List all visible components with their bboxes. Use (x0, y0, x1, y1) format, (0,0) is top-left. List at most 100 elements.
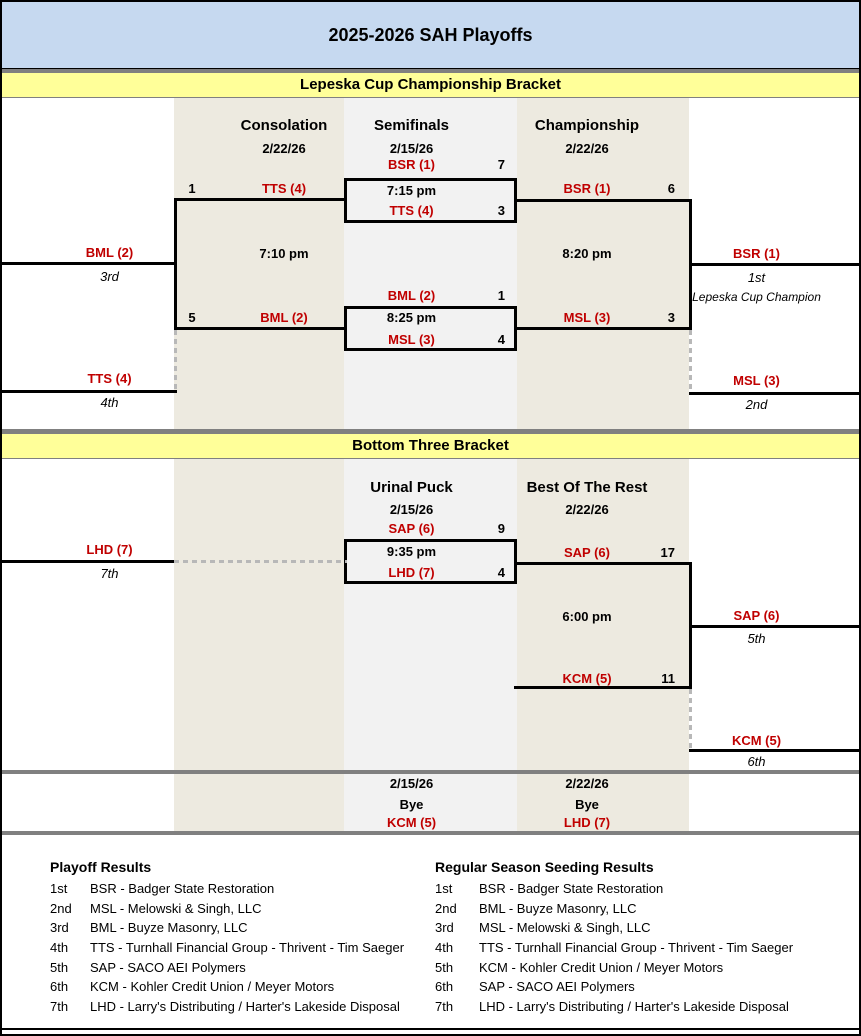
dashed-connector (689, 330, 692, 392)
best-game-score2: 11 (661, 671, 675, 686)
bye2-label: Bye (575, 797, 599, 812)
bracket-line (514, 686, 692, 689)
bye1-date: 2/15/26 (389, 776, 434, 791)
seventh-place-team: LHD (7) (86, 542, 133, 557)
championship-column-band (517, 96, 689, 834)
result-place: 2nd (435, 901, 457, 916)
upper-bracket-banner: Lepeska Cup Championship Bracket (2, 73, 859, 98)
result-team: LHD - Larry's Distributing / Harter's La… (479, 999, 789, 1014)
result-team: MSL - Melowski & Singh, LLC (479, 920, 651, 935)
bye2-date: 2/22/26 (565, 776, 609, 791)
result-place: 6th (435, 979, 454, 994)
semifinal1-team2: TTS (4) (389, 203, 434, 218)
result-team: LHD - Larry's Distributing / Harter's La… (90, 999, 400, 1014)
separator (2, 770, 859, 774)
lower-bracket-banner: Bottom Three Bracket (2, 433, 859, 459)
result-place: 5th (50, 960, 69, 975)
third-place-team: BML (2) (85, 245, 134, 260)
first-place-line (689, 263, 859, 266)
semifinals-date: 2/15/26 (389, 141, 434, 156)
result-place: 7th (435, 999, 454, 1014)
championship-team2: MSL (3) (563, 310, 611, 325)
sixth-place-line (689, 749, 859, 752)
championship-date: 2/22/26 (565, 141, 609, 156)
semifinal2-team1: BML (2) (387, 288, 436, 303)
result-place: 6th (50, 979, 69, 994)
semifinal1-score2: 3 (497, 203, 505, 218)
consolation-title: Consolation (240, 117, 328, 134)
page-title: 2025-2026 SAH Playoffs (2, 2, 859, 69)
semifinal1-time: 7:15 pm (386, 183, 437, 198)
result-team: TTS - Turnhall Financial Group - Thriven… (90, 940, 405, 955)
best-game-team1: SAP (6) (564, 545, 610, 560)
semifinal2-time: 8:25 pm (386, 310, 437, 325)
result-place: 1st (435, 881, 453, 896)
urinal-puck-title: Urinal Puck (370, 479, 453, 496)
urinal-puck-date: 2/15/26 (389, 502, 434, 517)
consolation-column-band (174, 96, 344, 834)
semifinal1-team1: BSR (1) (388, 157, 435, 172)
bracket-line (514, 327, 692, 330)
second-place-label: 2nd (745, 397, 768, 412)
first-place-team: BSR (1) (733, 246, 780, 261)
bracket-line (514, 199, 692, 202)
third-place-label: 3rd (100, 269, 119, 284)
fifth-place-team: SAP (6) (733, 608, 780, 623)
second-place-line (689, 392, 859, 395)
result-place: 5th (435, 960, 454, 975)
championship-title: Championship (534, 117, 640, 134)
urinal-game-team2: LHD (7) (388, 565, 435, 580)
best-game-time: 6:00 pm (562, 609, 612, 624)
fifth-place-line (689, 625, 859, 628)
fifth-place-label: 5th (747, 631, 766, 646)
bracket-line (514, 562, 692, 565)
result-team: BML - Buyze Masonry, LLC (90, 920, 248, 935)
best-of-rest-title: Best Of The Rest (526, 479, 648, 496)
result-team: TTS - Turnhall Financial Group - Thriven… (479, 940, 794, 955)
fourth-place-line (2, 390, 177, 393)
separator (2, 69, 859, 73)
result-team: BML - Buyze Masonry, LLC (479, 901, 637, 916)
result-place: 1st (50, 881, 68, 896)
result-team: KCM - Kohler Credit Union / Meyer Motors (479, 960, 724, 975)
best-game-team2: KCM (5) (562, 671, 612, 686)
urinal-game-score1: 9 (497, 521, 505, 536)
fourth-place-team: TTS (4) (87, 371, 132, 386)
urinal-game-team1: SAP (6) (388, 521, 435, 536)
third-place-line (2, 262, 177, 265)
consolation-top-team: TTS (4) (261, 181, 307, 196)
dashed-connector (689, 689, 692, 750)
result-team: MSL - Melowski & Singh, LLC (90, 901, 262, 916)
fourth-place-label: 4th (100, 395, 119, 410)
consolation-top-score: 1 (188, 181, 196, 196)
championship-team1: BSR (1) (563, 181, 611, 196)
consolation-bottom-team: BML (2) (260, 310, 308, 325)
semifinal2-team2: MSL (3) (388, 332, 435, 347)
semifinal2-score1: 1 (497, 288, 505, 303)
result-place: 3rd (435, 920, 454, 935)
playoff-results-title: Playoff Results (50, 859, 152, 875)
seventh-place-label: 7th (100, 566, 119, 581)
consolation-date: 2/22/26 (262, 141, 306, 156)
result-place: 4th (50, 940, 69, 955)
best-game-score1: 17 (660, 545, 675, 560)
result-team: KCM - Kohler Credit Union / Meyer Motors (90, 979, 335, 994)
championship-score1: 6 (667, 181, 675, 196)
separator (2, 429, 859, 433)
bracket-line (174, 327, 347, 330)
consolation-bottom-score: 5 (188, 310, 196, 325)
result-place: 7th (50, 999, 69, 1014)
bracket-line (174, 198, 347, 201)
consolation-time: 7:10 pm (259, 246, 309, 261)
result-place: 3rd (50, 920, 69, 935)
semifinals-title: Semifinals (373, 117, 450, 134)
semifinal1-score1: 7 (497, 157, 505, 172)
championship-score2: 3 (667, 310, 675, 325)
seventh-entrant-line (2, 560, 174, 563)
champion-subtitle: Lepeska Cup Champion (692, 290, 821, 304)
result-team: BSR - Badger State Restoration (479, 881, 664, 896)
urinal-game-time: 9:35 pm (386, 544, 437, 559)
second-place-team: MSL (3) (733, 373, 780, 388)
result-team: BSR - Badger State Restoration (90, 881, 275, 896)
